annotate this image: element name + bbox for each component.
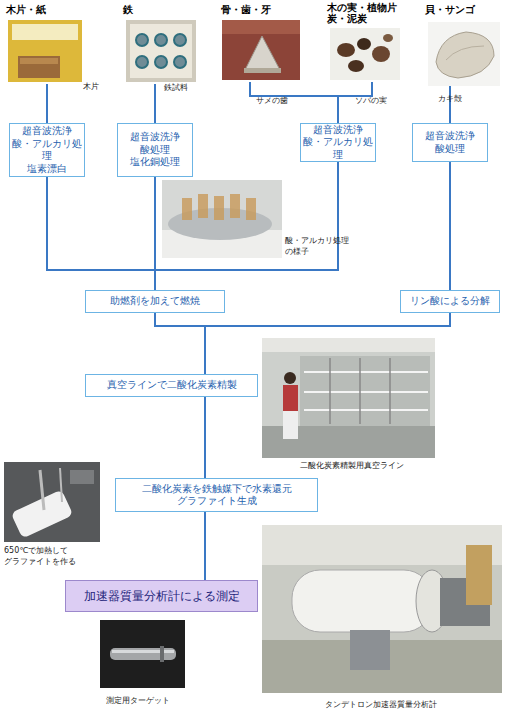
step-text: 加速器質量分析計による測定: [84, 590, 240, 603]
sample-caption: 鉄試料: [164, 83, 188, 93]
flow-line: [154, 84, 156, 123]
flow-line: [46, 84, 48, 123]
flow-line: [155, 162, 338, 290]
sample-caption: 木片: [83, 82, 99, 92]
step-text: 二酸化炭素を鉄触媒下で水素還元 グラファイト生成: [116, 483, 317, 508]
process-box: 超音波洗浄 酸処理: [412, 123, 488, 162]
flow-line: [250, 82, 338, 123]
process-box: 二酸化炭素を鉄触媒下で水素還元 グラファイト生成: [115, 478, 318, 512]
process-box: リン酸による分解: [400, 290, 500, 313]
process-box: 超音波洗浄 酸処理 塩化銅処理: [117, 123, 193, 177]
process-box: 真空ラインで二酸化炭素精製: [85, 374, 258, 397]
step-text: 真空ラインで二酸化炭素精製: [107, 379, 237, 392]
ams-photo: [262, 525, 502, 693]
sample-caption: サメの歯: [256, 96, 288, 106]
step-text: リン酸による分解: [410, 295, 490, 308]
flow-line: [204, 512, 206, 580]
flow-line: [155, 313, 205, 374]
final-box: 加速器質量分析計による測定: [65, 580, 258, 612]
furnace-photo: [4, 462, 100, 542]
target-photo: [100, 620, 185, 688]
flow-line: [205, 313, 450, 374]
sample-caption: ソバの実: [355, 96, 387, 106]
sample-photo: 木片・紙木片: [5, 4, 85, 84]
step-text: 超音波洗浄 酸処理: [413, 130, 487, 155]
acid-photo: [162, 180, 282, 258]
step-text: 超音波洗浄 酸処理 塩化銅処理: [118, 131, 192, 169]
sample-photo: 鉄鉄試料: [122, 4, 198, 84]
nut-photo: [330, 28, 400, 80]
step-text: 超音波洗浄 酸・アルカリ処理 塩素漂白: [10, 125, 84, 175]
sample-heading: 骨・歯・牙: [221, 4, 271, 15]
sample-photo: 骨・歯・牙サメの歯: [220, 4, 302, 82]
vacuum-line-photo: [262, 338, 435, 458]
photo-caption: 測定用ターゲット: [106, 696, 170, 707]
process-box: 超音波洗浄 酸・アルカリ処理 塩素漂白: [9, 123, 85, 177]
step-text: 助燃剤を加えて燃焼: [110, 295, 200, 308]
sample-heading: 貝・サンゴ: [425, 4, 475, 15]
flow-line: [47, 177, 155, 290]
process-box: 超音波洗浄 酸・アルカリ処理: [300, 123, 376, 162]
flow-line: [204, 397, 206, 478]
shell-photo: [428, 22, 500, 86]
sample-photo: 木の実・植物片 炭・泥炭ソバの実: [326, 2, 402, 82]
sample-photo: 貝・サンゴカキ殻: [424, 4, 504, 86]
sample-heading: 鉄: [123, 4, 133, 15]
iron-photo: [126, 20, 196, 82]
flow-line: [449, 86, 451, 123]
photo-caption: 二酸化炭素精製用真空ライン: [300, 461, 404, 472]
step-text: 超音波洗浄 酸・アルカリ処理: [301, 124, 375, 162]
photo-caption: 酸・アルカリ処理 の様子: [285, 236, 510, 257]
flow-line: [449, 162, 451, 290]
sample-heading: 木片・紙: [6, 4, 46, 15]
photo-caption: 650℃で加熱して グラファイトを作る: [4, 546, 510, 567]
sample-heading: 木の実・植物片 炭・泥炭: [327, 2, 402, 24]
tooth-photo: [222, 20, 300, 80]
sample-caption: カキ殻: [438, 94, 462, 104]
photo-caption: タンデトロン加速器質量分析計: [325, 700, 437, 711]
process-box: 助燃剤を加えて燃焼: [85, 290, 225, 313]
wood-photo: [8, 20, 82, 82]
